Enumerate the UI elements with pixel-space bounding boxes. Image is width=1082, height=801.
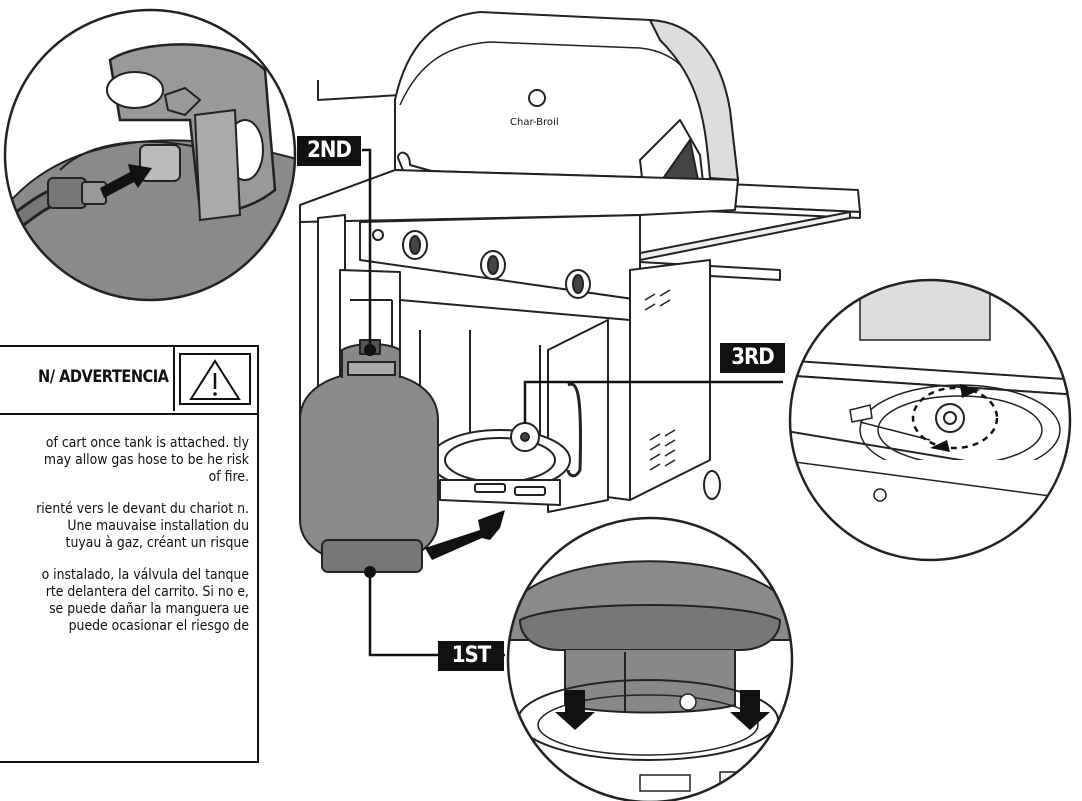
- warning-title-cell: N/ ADVERTENCIA: [0, 347, 175, 411]
- warning-icon-box: [179, 353, 251, 405]
- warning-box: N/ ADVERTENCIA of cart once tank is atta…: [0, 345, 259, 763]
- inset-valve-connection: [5, 10, 295, 300]
- grill-logo: Char-Broil: [510, 117, 559, 128]
- grill-illustration: Char-Broil: [299, 11, 861, 513]
- warning-text: of cart once tank is attached. tly may a…: [0, 435, 249, 650]
- warning-triangle-icon: [189, 359, 241, 400]
- warning-paragraph-fr: rienté vers le devant du chariot n. Une …: [36, 501, 250, 551]
- step-label-3rd: 3RD: [720, 343, 785, 373]
- leader-3rd: [523, 380, 783, 424]
- step-label-1st: 1ST: [438, 641, 504, 671]
- warning-paragraph-en: of cart once tank is attached. tly may a…: [43, 435, 250, 485]
- insert-arrow: [425, 510, 505, 560]
- inset-tank-base: [508, 518, 792, 801]
- leader-2nd: [362, 148, 372, 355]
- warning-header: N/ ADVERTENCIA: [0, 347, 257, 415]
- inset-tank-lock: [790, 280, 1070, 560]
- step-label-2nd: 2ND: [297, 136, 361, 166]
- warning-title: N/ ADVERTENCIA: [38, 367, 169, 387]
- warning-paragraph-es: o instalado, la válvula del tanque rte d…: [41, 567, 249, 634]
